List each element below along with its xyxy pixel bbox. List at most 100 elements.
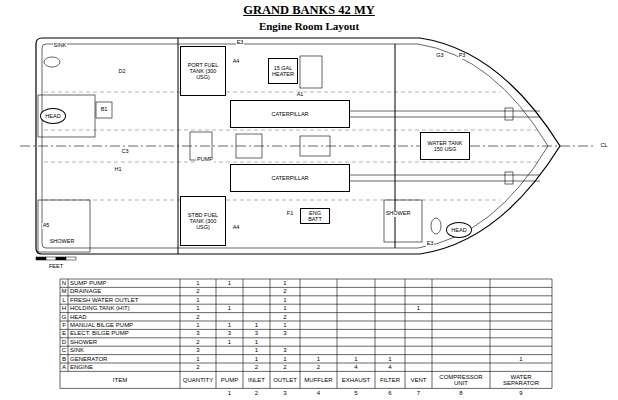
- head-fixture: HEAD: [446, 222, 472, 238]
- table-cell: 1: [255, 347, 258, 353]
- bulkheads: [178, 38, 395, 254]
- table-cell-cell: 3: [270, 346, 300, 354]
- item-name-cell: HEAD: [68, 313, 180, 321]
- row-letter-cell: F: [60, 321, 68, 329]
- row-letter-cell: D: [60, 338, 68, 346]
- row-letter: A: [62, 364, 66, 370]
- row-letter-cell: H: [60, 304, 68, 312]
- item-name: GENERATOR: [70, 356, 107, 362]
- callout-number: H1: [113, 167, 122, 173]
- node-text: CATERPILLAR: [271, 175, 308, 181]
- table-header: 2: [255, 390, 258, 396]
- fixture-label: SHOWER: [49, 239, 76, 245]
- table-cell-cell: 3: [180, 346, 216, 354]
- row-letter: H: [62, 305, 66, 311]
- table-header-cell: 3: [270, 388, 300, 397]
- table-cell: 1: [228, 305, 231, 311]
- node-text: HEAD: [451, 227, 466, 233]
- node-text: PORT FUEL TANK (300 USG): [183, 62, 223, 80]
- callout-number: C3: [120, 149, 129, 155]
- table-header-cell: 8: [432, 388, 490, 397]
- callout-number: A4: [232, 59, 241, 65]
- row-letter: L: [62, 297, 65, 303]
- item-name-cell: SINK: [68, 346, 180, 354]
- table-header: ITEM: [113, 377, 127, 383]
- table-cell-cell: 2: [180, 363, 216, 371]
- row-letter: G: [62, 314, 67, 320]
- table-header: INLET: [248, 377, 265, 383]
- table-cell: 1: [417, 305, 420, 311]
- equipment-outlines: [38, 56, 441, 252]
- table-header: FILTER: [380, 377, 400, 383]
- table-cell: 1: [283, 280, 286, 286]
- row-letter-cell: C: [60, 346, 68, 354]
- table-rule: [300, 279, 301, 388]
- table-header-cell: QUANTITY: [180, 371, 216, 388]
- table-cell-cell: 1: [216, 304, 243, 312]
- table-cell-cell: 1: [243, 321, 270, 329]
- item-name: ENGINE: [70, 364, 93, 370]
- table-header-cell: FILTER: [375, 371, 405, 388]
- table-header: MUFFLER: [304, 377, 332, 383]
- table-header: WATER SEPARATOR: [492, 374, 550, 387]
- item-name: FRESH WATER OUTLET: [70, 297, 138, 303]
- table-rule: [60, 312, 552, 313]
- table-cell-cell: 2: [270, 363, 300, 371]
- table-cell-cell: 1: [216, 279, 243, 287]
- table-cell: 1: [317, 356, 320, 362]
- table-rule: [60, 287, 552, 288]
- table-cell-cell: 1: [216, 321, 243, 329]
- table-cell: 1: [283, 305, 286, 311]
- callout-number: E3: [426, 241, 435, 247]
- table-header-cell: EXHAUST: [337, 371, 375, 388]
- heater-box: 15 GAL HEATER: [268, 58, 298, 84]
- row-letter: N: [62, 280, 66, 286]
- table-cell: 1: [354, 356, 357, 362]
- table-cell: 2: [283, 364, 286, 370]
- fixture-label: PUMP: [196, 157, 214, 163]
- row-letter-cell: M: [60, 287, 68, 295]
- item-name: MANUAL BILGE PUMP: [70, 322, 133, 328]
- table-cell: 1: [196, 280, 199, 286]
- table-header: OUTLET: [273, 377, 297, 383]
- table-cell: 1: [228, 322, 231, 328]
- diagram-title: GRAND BANKS 42 MY: [243, 4, 375, 17]
- table-rule: [60, 304, 552, 305]
- table-cell-cell: 2: [180, 287, 216, 295]
- table-cell-cell: 1: [243, 346, 270, 354]
- table-rule: [243, 279, 244, 388]
- item-name-cell: FRESH WATER OUTLET: [68, 296, 180, 304]
- callout-number: B1: [100, 107, 109, 113]
- table-cell: 2: [283, 314, 286, 320]
- row-letter-cell: G: [60, 313, 68, 321]
- row-letter: D: [62, 339, 66, 345]
- table-cell: 3: [196, 347, 199, 353]
- table-cell-cell: 2: [180, 313, 216, 321]
- table-cell: 3: [228, 330, 231, 336]
- table-header-cell: ITEM: [60, 371, 180, 388]
- table-cell: 1: [255, 339, 258, 345]
- table-cell: 3: [196, 330, 199, 336]
- table-header-cell: 6: [375, 388, 405, 397]
- table-cell-cell: 1: [180, 296, 216, 304]
- table-rule: [337, 279, 338, 388]
- table-cell: 1: [196, 305, 199, 311]
- engine-block: CATERPILLAR: [230, 100, 350, 128]
- table-cell-cell: 2: [300, 363, 337, 371]
- table-cell-cell: 4: [375, 363, 405, 371]
- engine-block: CATERPILLAR: [230, 164, 350, 192]
- table-rule: [60, 279, 61, 388]
- table-cell-cell: 1: [270, 355, 300, 363]
- table-rule: [552, 279, 553, 388]
- table-cell: 2: [196, 339, 199, 345]
- table-cell: 2: [283, 288, 286, 294]
- node-text: STBD FUEL TANK (300 USG): [183, 212, 223, 230]
- table-cell: 2: [196, 314, 199, 320]
- callout-number: G3: [435, 53, 444, 59]
- table-cell: 3: [283, 330, 286, 336]
- table-cell: 1: [255, 322, 258, 328]
- table-cell: 1: [196, 356, 199, 362]
- table-rule: [216, 279, 217, 388]
- table-cell-cell: 1: [216, 338, 243, 346]
- item-name-cell: MANUAL BILGE PUMP: [68, 321, 180, 329]
